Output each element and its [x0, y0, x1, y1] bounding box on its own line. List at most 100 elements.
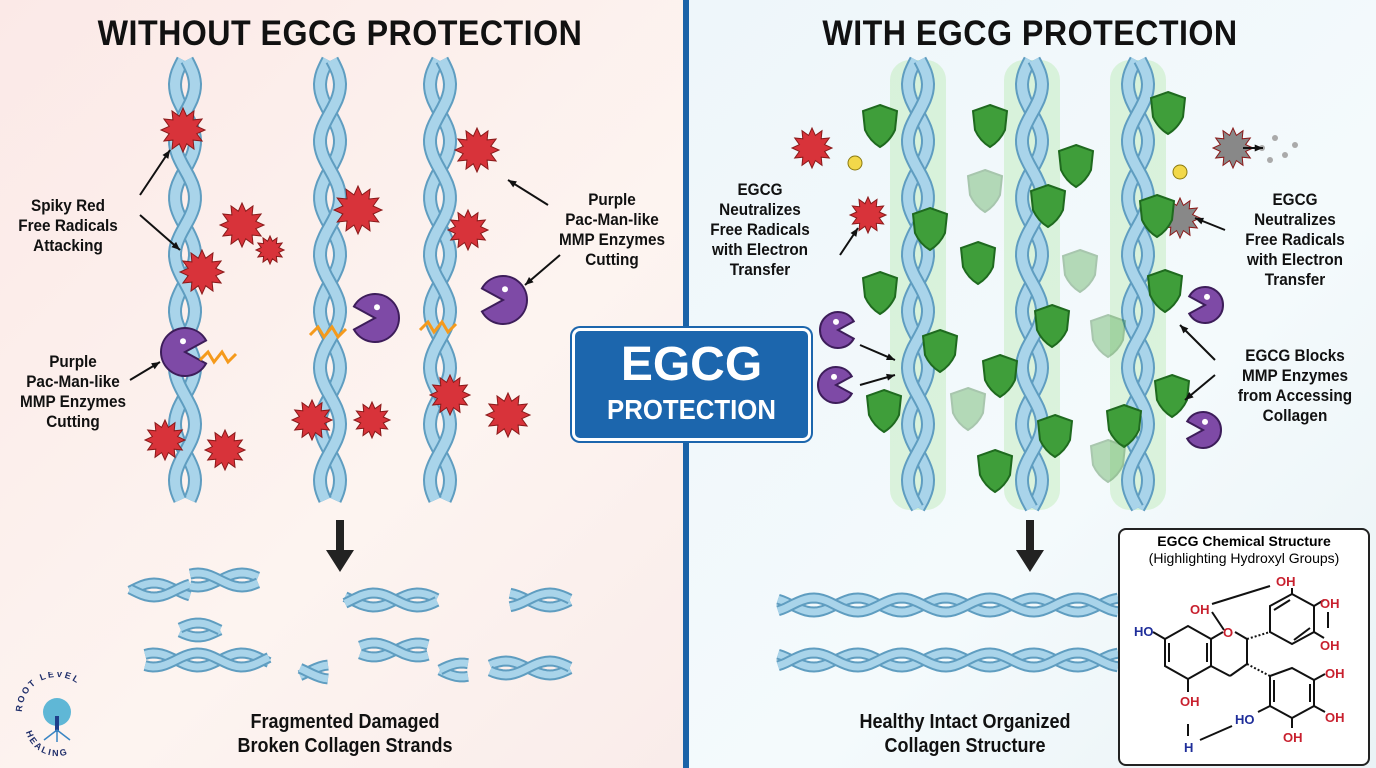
free-radical-icon	[332, 184, 384, 236]
shield-icon	[1036, 413, 1074, 459]
right-title: WITH EGCG PROTECTION	[822, 14, 1238, 53]
mmp-enzyme-icon	[819, 311, 856, 349]
collagen-strand	[776, 594, 1119, 616]
arrowhead-icon	[1185, 392, 1194, 400]
enzyme-eye	[1204, 293, 1210, 300]
mmp-enzyme-icon	[1185, 411, 1222, 449]
dispersed-particle	[1267, 157, 1273, 163]
shield-icon	[1149, 90, 1187, 136]
hydroxyl-label: OH	[1325, 710, 1345, 725]
enzyme-eye	[833, 318, 839, 325]
shield-icon	[1138, 193, 1176, 239]
shield-icon	[1089, 438, 1127, 484]
cutting-spark-icon	[418, 319, 458, 335]
collagen-strand	[424, 57, 456, 503]
collagen-strand	[902, 57, 934, 511]
shield-icon	[981, 353, 1019, 399]
collagen-strand	[314, 57, 346, 503]
arrowhead-icon	[850, 228, 858, 237]
shield-icon	[976, 448, 1014, 494]
arrowhead-icon	[1254, 144, 1263, 152]
arrowhead-icon	[171, 241, 180, 250]
shield-icon	[1057, 143, 1095, 189]
chem-subtitle: (Highlighting Hydroxyl Groups)	[1148, 550, 1340, 566]
hydroxyl-label: OH	[1190, 602, 1210, 617]
free-radical-icon	[428, 373, 472, 417]
shield-icon	[1105, 403, 1143, 449]
free-radical-icon	[446, 208, 490, 252]
shield-icon	[1061, 248, 1099, 294]
hydroxyl-label: OH	[1180, 694, 1200, 709]
shield-icon	[971, 103, 1009, 149]
free-radical-icon	[484, 391, 532, 439]
free-radical-icon	[178, 248, 226, 296]
collagen-strand	[128, 580, 192, 601]
hydroxyl-label: OH	[1320, 638, 1340, 653]
enzyme-eye	[180, 338, 186, 345]
free-radical-icon	[203, 428, 247, 472]
shield-icon	[1033, 303, 1071, 349]
shield-icon	[959, 240, 997, 286]
root-level-healing-logo: ROOT LEVEL HEALING	[12, 669, 102, 758]
arrowhead-icon	[1195, 217, 1204, 225]
shield-icon	[1029, 183, 1067, 229]
arrowhead-icon	[162, 150, 170, 159]
mmp-enzyme-icon	[352, 293, 400, 343]
svg-text:HEALING: HEALING	[24, 729, 70, 758]
collagen-strand	[776, 649, 1119, 671]
free-radical-icon	[1211, 126, 1255, 170]
shield-icon	[861, 103, 899, 149]
shield-icon	[949, 386, 987, 432]
mmp-enzyme-icon	[817, 366, 854, 404]
egcg-protection-badge: EGCG PROTECTION	[572, 328, 811, 441]
hydroxyl-label: OH	[1325, 666, 1345, 681]
cutting-spark-icon	[198, 349, 238, 365]
mmp-enzyme-icon	[1187, 286, 1224, 324]
collagen-strand	[438, 659, 469, 674]
mmp-enzyme-icon	[160, 327, 208, 377]
free-radical-icon	[218, 201, 266, 249]
collagen-strand	[358, 639, 429, 661]
shield-icon	[1089, 313, 1127, 359]
shield-icon	[921, 328, 959, 374]
enzyme-eye	[502, 286, 508, 293]
cutting-spark-icon	[308, 324, 348, 340]
collagen-strand	[144, 649, 271, 671]
egcg-molecule: HO O OH H OH OH OH OH OH OH HO OH	[1134, 574, 1345, 755]
free-radical-icon	[159, 106, 207, 154]
pointer-arrow	[139, 214, 181, 251]
arrowhead-icon	[886, 373, 895, 381]
free-radical-icon	[254, 234, 286, 266]
arrowhead-icon	[886, 353, 895, 360]
dispersed-particle	[1272, 135, 1278, 141]
electron-icon	[1172, 164, 1188, 180]
free-radical-icon	[352, 400, 392, 440]
free-radical-icon	[848, 195, 888, 235]
collagen-strand	[509, 589, 572, 611]
down-arrow-icon	[326, 520, 354, 572]
mmp-enzyme-icon	[480, 275, 528, 325]
electron-icon	[847, 155, 863, 171]
hydroxyl-label: HO	[1235, 712, 1255, 727]
hydroxyl-label: OH	[1276, 574, 1296, 589]
arrowhead-icon	[1180, 325, 1189, 334]
collagen-strand	[488, 657, 572, 679]
shield-icon	[865, 388, 903, 434]
arrowhead-icon	[525, 276, 534, 285]
hydrogen-label: H	[1184, 740, 1193, 755]
left-title: WITHOUT EGCG PROTECTION	[97, 14, 583, 53]
collagen-strand	[178, 626, 222, 641]
arrowhead-icon	[508, 180, 517, 188]
free-radical-icon	[143, 418, 187, 462]
enzyme-eye	[831, 373, 837, 380]
down-arrow-icon	[1016, 520, 1044, 572]
